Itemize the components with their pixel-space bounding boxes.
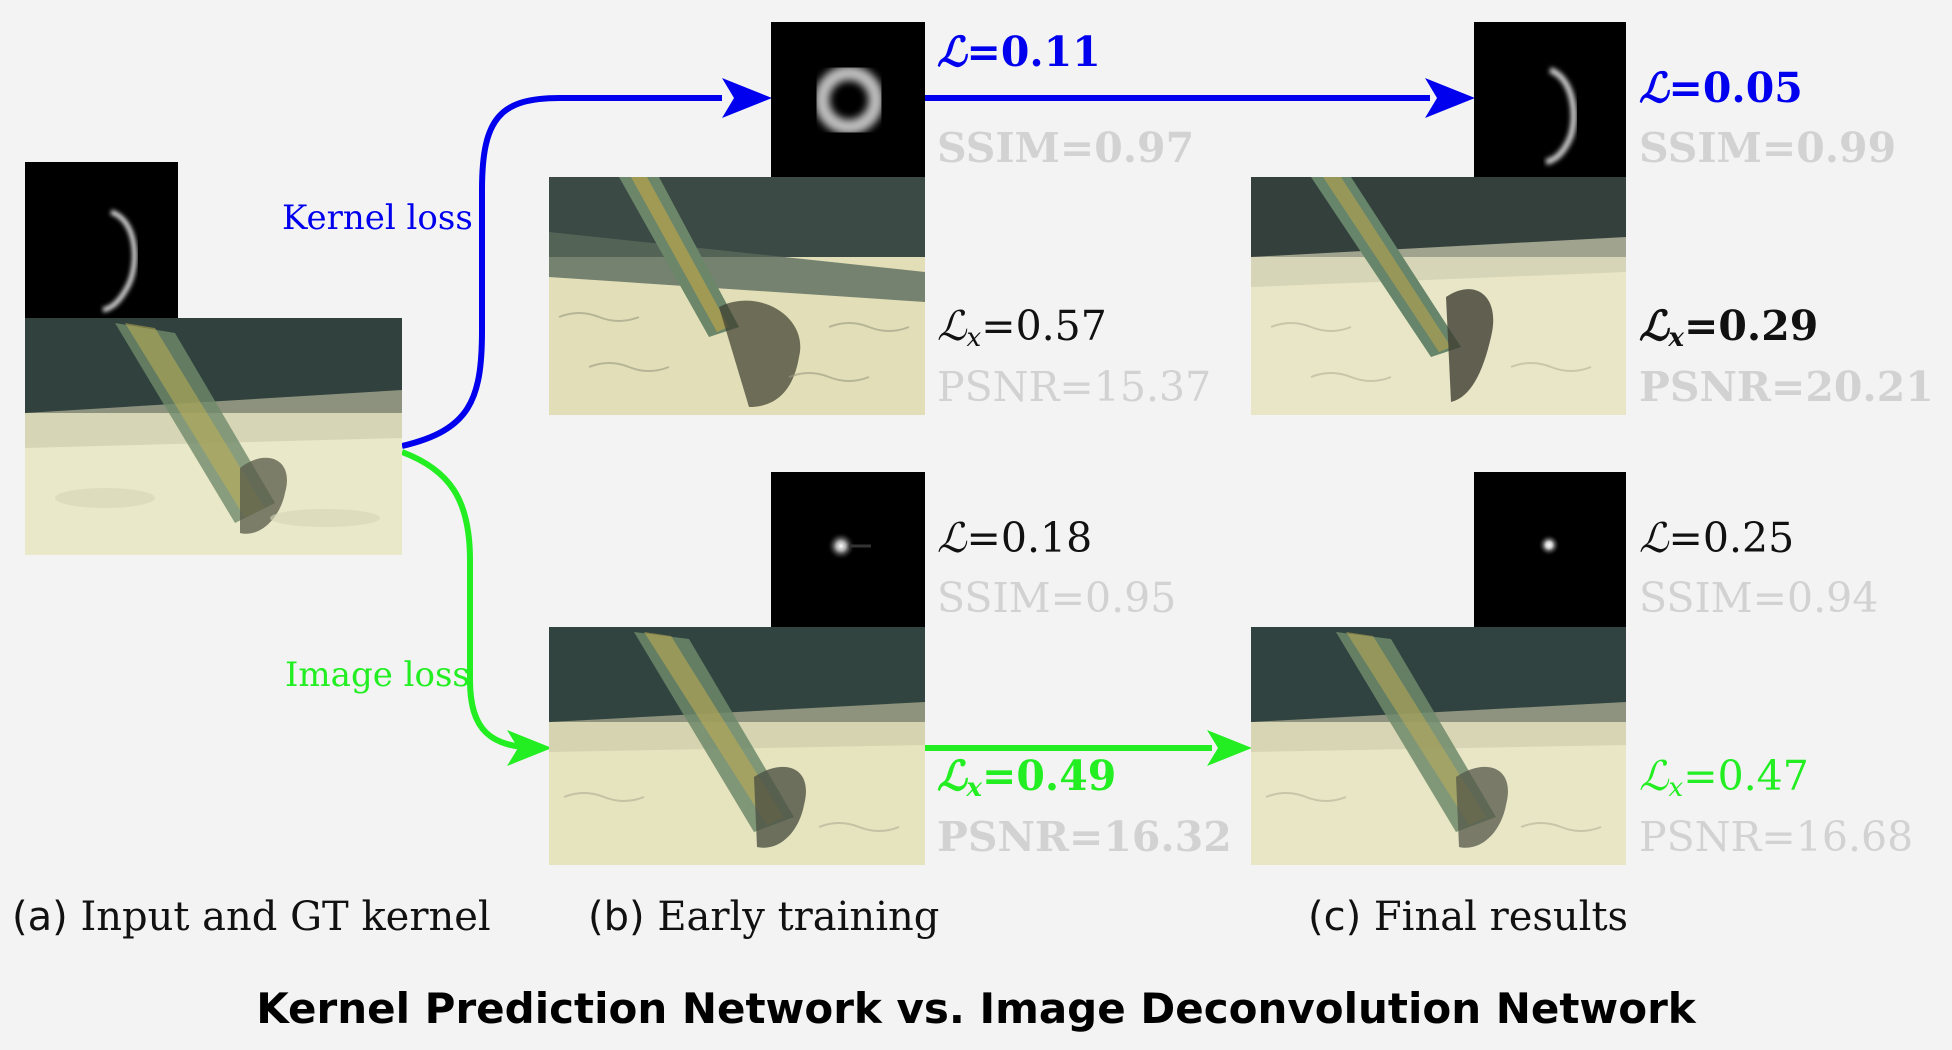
image-early-psnr: PSNR=16.32: [937, 817, 1232, 858]
kernel-final-predicted-kernel: [1474, 22, 1626, 177]
kernel-loss-arrowhead: [722, 78, 772, 118]
image-final-ssim: SSIM=0.94: [1639, 578, 1878, 619]
loss-subscript: x: [966, 323, 982, 353]
eq-sign: =: [1668, 64, 1703, 112]
eq-sign: =: [1059, 363, 1094, 411]
kernel-early-L-value: 0.11: [1000, 28, 1101, 76]
psnr-label: PSNR: [1639, 813, 1762, 861]
kernel-early-Lx-value: 0.57: [1015, 302, 1107, 350]
kernel-final-restored-image: [1251, 177, 1626, 415]
kernel-final-psnr: PSNR=20.21: [1639, 367, 1934, 408]
image-early-ssim: SSIM=0.95: [937, 578, 1176, 619]
eq-sign: =: [1069, 813, 1104, 861]
caption-a-text: Input and GT kernel: [67, 894, 491, 940]
eq-sign: =: [1668, 514, 1703, 562]
figure-title: Kernel Prediction Network vs. Image Deco…: [256, 984, 1696, 1033]
eq-sign: =: [1771, 363, 1806, 411]
kernel-training-arrowhead: [1425, 78, 1475, 118]
caption-a: (a) Input and GT kernel: [12, 894, 491, 940]
caption-c-tag: (c): [1308, 894, 1362, 940]
image-final-kernel-loss: ℒ=0.25: [1639, 518, 1794, 559]
kernel-final-Lx-value: 0.29: [1718, 302, 1819, 350]
kernel-early-restored-image: [549, 177, 925, 415]
kernel-early-psnr-value: 15.37: [1093, 363, 1212, 411]
ssim-label: SSIM: [937, 574, 1051, 622]
loss-symbol: ℒ: [1639, 514, 1669, 562]
image-loss-arrow: [400, 449, 541, 751]
image-early-restored-image: [549, 627, 925, 865]
image-early-image-loss: ℒx=0.49: [937, 756, 1116, 803]
loss-symbol: ℒ: [1639, 752, 1669, 800]
kernel-loss-label: Kernel loss: [282, 198, 473, 238]
kernel-final-ssim-value: 0.99: [1796, 124, 1897, 172]
image-early-kernel-loss: ℒ=0.18: [937, 518, 1092, 559]
psnr-label: PSNR: [1639, 363, 1771, 411]
kernel-early-psnr: PSNR=15.37: [937, 367, 1211, 408]
caption-c-text: Final results: [1361, 894, 1629, 940]
image-final-ssim-value: 0.94: [1787, 574, 1879, 622]
image-final-image-loss: ℒx=0.47: [1639, 756, 1809, 803]
eq-sign: =: [1683, 752, 1718, 800]
eq-sign: =: [1684, 302, 1719, 350]
image-final-predicted-kernel: [1474, 472, 1626, 627]
eq-sign: =: [1752, 574, 1787, 622]
loss-symbol: ℒ: [1639, 64, 1669, 112]
kernel-final-psnr-value: 20.21: [1805, 363, 1934, 411]
ssim-label: SSIM: [1639, 574, 1753, 622]
kernel-final-kernel-loss: ℒ=0.05: [1639, 68, 1803, 109]
caption-b: (b) Early training: [588, 894, 939, 940]
psnr-label: PSNR: [937, 813, 1069, 861]
eq-sign: =: [982, 752, 1017, 800]
eq-sign: =: [966, 514, 1001, 562]
kernel-loss-arrow: [401, 95, 722, 449]
loss-symbol: ℒ: [937, 514, 967, 562]
image-loss-arrowhead: [507, 730, 552, 766]
image-final-psnr-value: 16.68: [1795, 813, 1914, 861]
kernel-early-ssim-value: 0.97: [1094, 124, 1195, 172]
ssim-label: SSIM: [1639, 124, 1762, 172]
image-early-L-value: 0.18: [1000, 514, 1093, 562]
caption-b-tag: (b): [588, 894, 645, 940]
eq-sign: =: [966, 28, 1001, 76]
image-training-arrowhead: [1207, 730, 1252, 766]
image-final-Lx-value: 0.47: [1717, 752, 1809, 800]
image-final-psnr: PSNR=16.68: [1639, 817, 1913, 858]
image-loss-label: Image loss: [285, 655, 470, 695]
loss-symbol: ℒ: [937, 302, 967, 350]
loss-subscript: x: [1668, 773, 1684, 803]
eq-sign: =: [1059, 124, 1095, 172]
eq-sign: =: [1761, 813, 1796, 861]
caption-a-tag: (a): [12, 894, 68, 940]
loss-subscript: x: [966, 773, 983, 803]
caption-b-text: Early training: [644, 894, 940, 940]
loss-symbol: ℒ: [937, 752, 967, 800]
gt-kernel-image: [25, 162, 178, 318]
kernel-final-image-loss: ℒx=0.29: [1639, 306, 1818, 353]
loss-subscript: x: [1668, 323, 1685, 353]
loss-symbol: ℒ: [937, 28, 967, 76]
kernel-early-predicted-kernel: [771, 22, 925, 177]
image-early-Lx-value: 0.49: [1016, 752, 1117, 800]
loss-symbol: ℒ: [1639, 302, 1669, 350]
eq-sign: =: [1761, 124, 1797, 172]
image-early-ssim-value: 0.95: [1085, 574, 1177, 622]
kernel-early-kernel-loss: ℒ=0.11: [937, 32, 1101, 73]
eq-sign: =: [981, 302, 1016, 350]
kernel-final-ssim: SSIM=0.99: [1639, 128, 1896, 169]
image-early-predicted-kernel: [771, 472, 925, 627]
kernel-final-L-value: 0.05: [1702, 64, 1803, 112]
image-final-L-value: 0.25: [1702, 514, 1795, 562]
image-early-psnr-value: 16.32: [1103, 813, 1232, 861]
kernel-early-ssim: SSIM=0.97: [937, 128, 1194, 169]
caption-c: (c) Final results: [1308, 894, 1628, 940]
eq-sign: =: [1050, 574, 1085, 622]
blurry-input-image: [25, 318, 402, 555]
psnr-label: PSNR: [937, 363, 1060, 411]
image-final-restored-image: [1251, 627, 1626, 865]
ssim-label: SSIM: [937, 124, 1060, 172]
kernel-early-image-loss: ℒx=0.57: [937, 306, 1107, 353]
